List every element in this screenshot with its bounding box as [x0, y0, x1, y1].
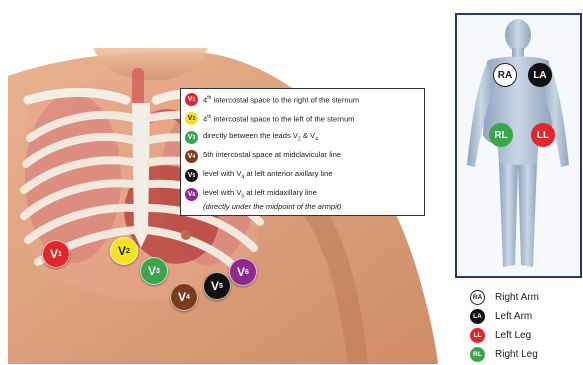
- v5-legend-dot: V5: [185, 169, 198, 182]
- la-legend-label: Left Arm: [495, 311, 532, 322]
- limb-legend-row-rl: RL Right Leg: [470, 345, 539, 364]
- ra-legend-dot: RA: [470, 290, 485, 305]
- body-electrode-ra: RA: [493, 63, 517, 87]
- ll-legend-label: Left Leg: [495, 330, 531, 341]
- limb-lead-legend: RA Right Arm LA Left Arm LL Left Leg RL …: [470, 288, 539, 364]
- body-figure-panel: RA LA RL LL: [455, 13, 582, 278]
- v2-legend-dot: V2: [185, 112, 198, 125]
- ra-legend-label: Right Arm: [495, 292, 539, 303]
- v3-description: directly between the leads V2 & V4: [203, 131, 318, 145]
- limb-legend-row-ra: RA Right Arm: [470, 288, 539, 307]
- v5-description: level with V4 at left anterior axillary …: [203, 169, 332, 183]
- electrode-v1: V1: [42, 240, 70, 268]
- electrode-v4: V4: [170, 283, 198, 311]
- v6-note: (directly under the midpoint of the armp…: [203, 202, 341, 212]
- electrode-v6: V6: [229, 258, 257, 286]
- legend-row-v6: V6 level with V5 at left midaxillary lin…: [185, 188, 420, 218]
- v3-legend-dot: V3: [185, 131, 198, 144]
- v2-description: 4th intercostal space to the left of the…: [203, 112, 355, 125]
- limb-legend-row-la: LA Left Arm: [470, 307, 539, 326]
- ll-legend-dot: LL: [470, 328, 485, 343]
- legend-row-v3: V3 directly between the leads V2 & V4: [185, 131, 420, 150]
- v1-description: 4th intercostal space to the right of th…: [203, 93, 359, 106]
- body-silhouette: [457, 15, 580, 276]
- electrode-v3: V3: [140, 257, 168, 285]
- v4-legend-dot: V4: [185, 150, 198, 163]
- limb-legend-row-ll: LL Left Leg: [470, 326, 539, 345]
- precordial-lead-legend: V1 4th intercostal space to the right of…: [180, 88, 425, 216]
- electrode-v5: V5: [203, 272, 231, 300]
- v6-description: level with V5 at left midaxillary line(d…: [203, 188, 341, 212]
- v1-legend-dot: V1: [185, 93, 198, 106]
- v4-description: 5th intercostal space at midclavicular l…: [203, 150, 341, 160]
- rl-legend-dot: RL: [470, 347, 485, 362]
- la-legend-dot: LA: [470, 309, 485, 324]
- body-electrode-ll: LL: [531, 123, 555, 147]
- legend-row-v4: V4 5th intercostal space at midclavicula…: [185, 150, 420, 169]
- legend-row-v5: V5 level with V4 at left anterior axilla…: [185, 169, 420, 188]
- nipple: [181, 230, 191, 240]
- legend-row-v1: V1 4th intercostal space to the right of…: [185, 93, 420, 112]
- legend-row-v2: V2 4th intercostal space to the left of …: [185, 112, 420, 131]
- body-electrode-la: LA: [528, 63, 552, 87]
- electrode-v2: V2: [110, 237, 138, 265]
- v6-legend-dot: V6: [185, 188, 198, 201]
- rl-legend-label: Right Leg: [495, 349, 538, 360]
- body-electrode-rl: RL: [489, 123, 513, 147]
